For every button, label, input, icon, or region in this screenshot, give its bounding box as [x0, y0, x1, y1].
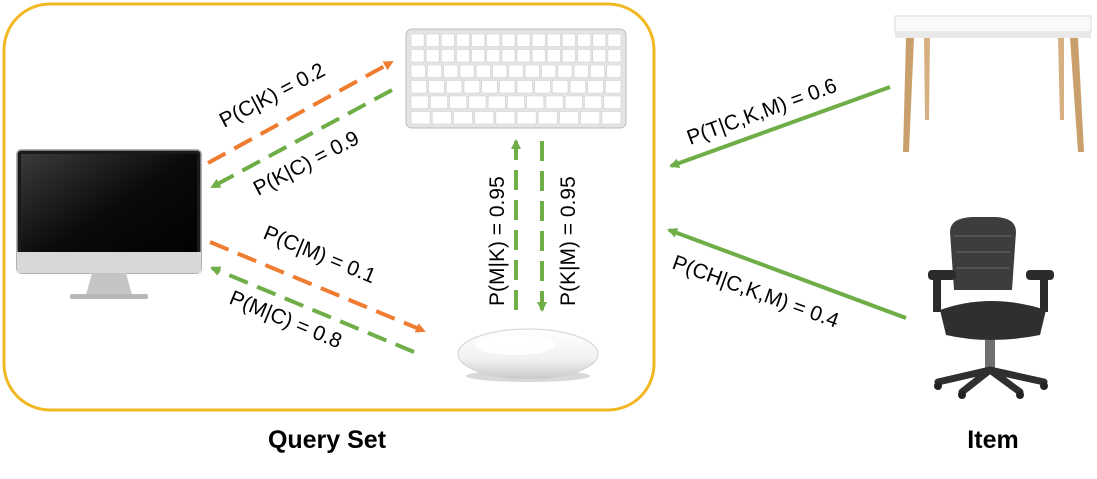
keyboard-key	[559, 111, 579, 125]
keyboard-key	[562, 49, 576, 63]
keyboard-key	[471, 33, 486, 47]
keyboard-key	[426, 64, 442, 78]
keyboard-key	[459, 64, 475, 78]
keyboard-key	[428, 80, 445, 94]
mouse-icon	[457, 328, 599, 382]
keyboard-key	[569, 80, 586, 94]
keyboard-key	[545, 95, 564, 109]
keyboard-key	[498, 80, 516, 94]
keyboard-key	[501, 33, 516, 47]
keyboard-key	[507, 95, 525, 109]
keyboard-key	[463, 80, 480, 94]
keyboard-key	[603, 95, 622, 109]
keyboard-key	[564, 95, 583, 109]
keyboard-key	[486, 49, 501, 63]
keyboard-key	[541, 64, 557, 78]
caption-query-set: Query Set	[268, 426, 387, 454]
query-set-box	[2, 2, 656, 412]
keyboard-key	[592, 33, 607, 47]
keyboard-key	[410, 80, 427, 94]
keyboard-key	[577, 49, 591, 63]
keyboard-key	[487, 95, 506, 109]
keyboard-key	[577, 33, 591, 47]
keyboard-key	[516, 33, 531, 47]
keyboard-key	[531, 49, 546, 63]
keyboard-key	[474, 111, 495, 125]
keyboard-key	[410, 111, 431, 125]
keyboard-key	[573, 64, 589, 78]
keyboard-key	[449, 95, 468, 109]
arrow-keyboard-to-monitor	[210, 88, 393, 189]
keyboard-key	[486, 33, 501, 47]
keyboard-key	[590, 64, 606, 78]
keyboard-key	[471, 49, 486, 63]
arrow-mouse-to-monitor	[210, 266, 415, 354]
keyboard-key	[516, 80, 533, 94]
keyboard-key	[453, 111, 473, 125]
keyboard-key	[440, 33, 455, 47]
edge-label-c-given-k: P(C|K) = 0.2	[216, 59, 329, 133]
keyboard-key	[592, 49, 607, 63]
keyboard-key	[492, 64, 508, 78]
keyboard-key	[584, 95, 603, 109]
keyboard-key	[526, 95, 545, 109]
office-chair-icon	[928, 217, 1054, 399]
keyboard-key	[501, 49, 516, 63]
keyboard-key	[516, 111, 537, 125]
keyboard-key	[425, 49, 440, 63]
keyboard-key	[445, 80, 463, 94]
keyboard-key	[508, 64, 524, 78]
keyboard-key	[546, 49, 561, 63]
keyboard-key	[587, 80, 604, 94]
keyboard-key	[601, 111, 622, 125]
desktop-monitor-icon	[16, 149, 202, 299]
keyboard-key	[468, 95, 487, 109]
keyboard-key	[531, 33, 546, 47]
edge-label-m-given-c: P(M|C) = 0.8	[226, 286, 345, 353]
arrow-monitor-to-keyboard	[207, 60, 394, 165]
arrow-chair-to-query-set	[667, 228, 907, 320]
keyboard-key	[410, 33, 425, 47]
keyboard-key	[551, 80, 569, 94]
keyboard-key	[456, 33, 470, 47]
keyboard-key	[546, 33, 561, 47]
keyboard-icon	[405, 28, 627, 129]
desk-table-icon	[894, 15, 1092, 152]
keyboard-key	[516, 49, 531, 63]
keyboard-key	[524, 64, 540, 78]
keyboard-key	[475, 64, 491, 78]
keyboard-key	[410, 49, 425, 63]
keyboard-key	[607, 33, 622, 47]
keyboard-key	[534, 80, 551, 94]
arrow-table-to-query-set	[669, 85, 891, 168]
keyboard-key	[562, 33, 576, 47]
caption-item: Item	[967, 426, 1018, 454]
edge-label-m-given-k: P(M|K) = 0.95	[486, 176, 509, 306]
keyboard-key	[456, 49, 470, 63]
keyboard-key	[604, 80, 622, 94]
keyboard-key	[606, 64, 622, 78]
keyboard-key	[410, 64, 426, 78]
keyboard-key	[440, 49, 455, 63]
keyboard-key	[537, 111, 558, 125]
arrow-monitor-to-mouse	[209, 240, 426, 333]
keyboard-key	[580, 111, 601, 125]
edge-label-k-given-m: P(K|M) = 0.95	[557, 176, 580, 306]
keyboard-key	[495, 111, 516, 125]
keyboard-key	[443, 64, 459, 78]
keyboard-key	[429, 95, 448, 109]
keyboard-key	[431, 111, 452, 125]
keyboard-key	[425, 33, 440, 47]
keyboard-key	[481, 80, 498, 94]
keyboard-key	[557, 64, 573, 78]
edge-label-c-given-m: P(C|M) = 0.1	[260, 221, 379, 288]
keyboard-key	[607, 49, 622, 63]
keyboard-key	[410, 95, 429, 109]
